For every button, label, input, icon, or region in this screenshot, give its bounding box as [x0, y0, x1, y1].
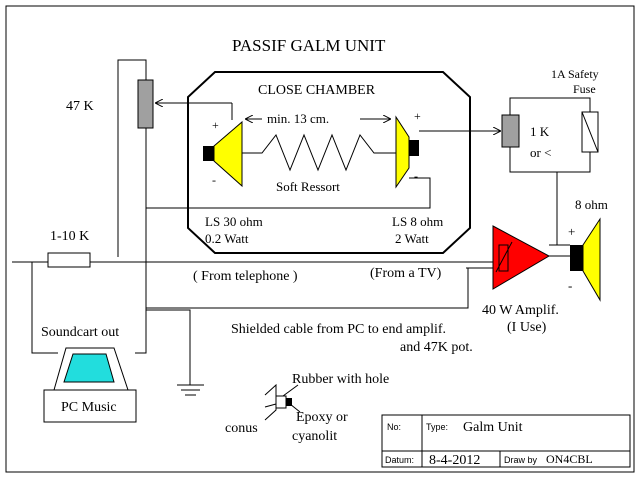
tb-type-value: Galm Unit: [463, 420, 523, 435]
res-1-10k-label: 1-10 K: [50, 229, 89, 244]
conus-detail-icon: [264, 383, 292, 421]
ls8-line2: 2 Watt: [395, 231, 429, 246]
ground-wire: [146, 309, 191, 385]
ls8-line1: LS 8 ohm: [392, 214, 443, 229]
spk-minus: -: [568, 278, 572, 293]
amp-line1: 40 W Amplif.: [482, 303, 559, 318]
fuse-label-line1: 1A Safety: [551, 67, 599, 81]
conus-label: conus: [225, 421, 258, 436]
spk-8ohm-label: 8 ohm: [575, 197, 608, 212]
fuse-bottom-wire: [509, 147, 591, 173]
res-1k-line1: 1 K: [530, 124, 550, 139]
diagram-title: PASSIF GALM UNIT: [232, 36, 386, 55]
soft-ressort-spring: [242, 133, 396, 172]
res-1k-line2: or <: [530, 145, 551, 160]
resistor-1k: [501, 114, 520, 148]
title-block: [381, 414, 631, 468]
pot-47k: [137, 79, 154, 129]
soft-ressort-label: Soft Ressort: [276, 179, 340, 194]
shielded-line1: Shielded cable from PC to end amplif.: [231, 322, 446, 337]
epoxy-pointer: [289, 403, 301, 413]
speaker-ls30: [203, 120, 243, 188]
tb-drawby-label: Draw by: [504, 455, 538, 465]
ls30-line1: LS 30 ohm: [205, 214, 263, 229]
fuse-top-wire: [509, 97, 591, 115]
tb-no-label: No:: [387, 422, 401, 432]
ls8-plus: +: [414, 109, 421, 123]
epoxy-line2: cyanolit: [292, 429, 337, 444]
amplifier-40w: [492, 225, 551, 290]
page-frame: [5, 5, 635, 473]
epoxy-line1: Epoxy or: [296, 410, 348, 425]
from-tv-label: (From a TV): [370, 266, 442, 281]
rubber-hole-pointer: [282, 384, 299, 397]
from-telephone-label: ( From telephone ): [193, 269, 298, 284]
ground-icon: [177, 384, 204, 396]
ls30-line2: 0.2 Watt: [205, 231, 249, 246]
ls8-minus: -: [414, 169, 418, 183]
tb-datum-label: Datum:: [385, 455, 414, 465]
ls30-plus: +: [212, 118, 219, 132]
soundcard-right-wire: [135, 308, 147, 354]
pc-base: [43, 389, 137, 423]
amp-line2: (I Use): [507, 320, 547, 335]
tb-datum-value: 8-4-2012: [429, 453, 480, 468]
safety-fuse: [581, 111, 599, 153]
pot-47k-label: 47 K: [66, 99, 94, 114]
rubber-hole-label: Rubber with hole: [292, 372, 389, 387]
pc-monitor-icon: [53, 347, 129, 391]
soundcard-out-label: Soundcart out: [41, 325, 119, 340]
pc-music-label: PC Music: [61, 400, 117, 415]
shielded-ground-line: [146, 268, 469, 309]
close-chamber-label: CLOSE CHAMBER: [258, 83, 376, 98]
fuse-label-line2: Fuse: [573, 82, 596, 96]
spk-plus: +: [568, 224, 575, 239]
resistor-1-10k: [47, 252, 91, 268]
tb-type-label: Type:: [426, 422, 448, 432]
speaker-ls8: [395, 115, 419, 189]
pot-top-wire: [117, 59, 147, 257]
ls30-minus: -: [212, 173, 216, 187]
ls8-minus-wire: [146, 177, 431, 209]
soundcard-left-wire: [31, 262, 58, 354]
speaker-8ohm: [570, 217, 601, 302]
close-chamber-enclosure: [187, 71, 471, 254]
shielded-line2: and 47K pot.: [400, 340, 473, 355]
min-13cm-label: min. 13 cm.: [267, 111, 329, 126]
tb-drawby-value: ON4CBL: [546, 452, 593, 466]
